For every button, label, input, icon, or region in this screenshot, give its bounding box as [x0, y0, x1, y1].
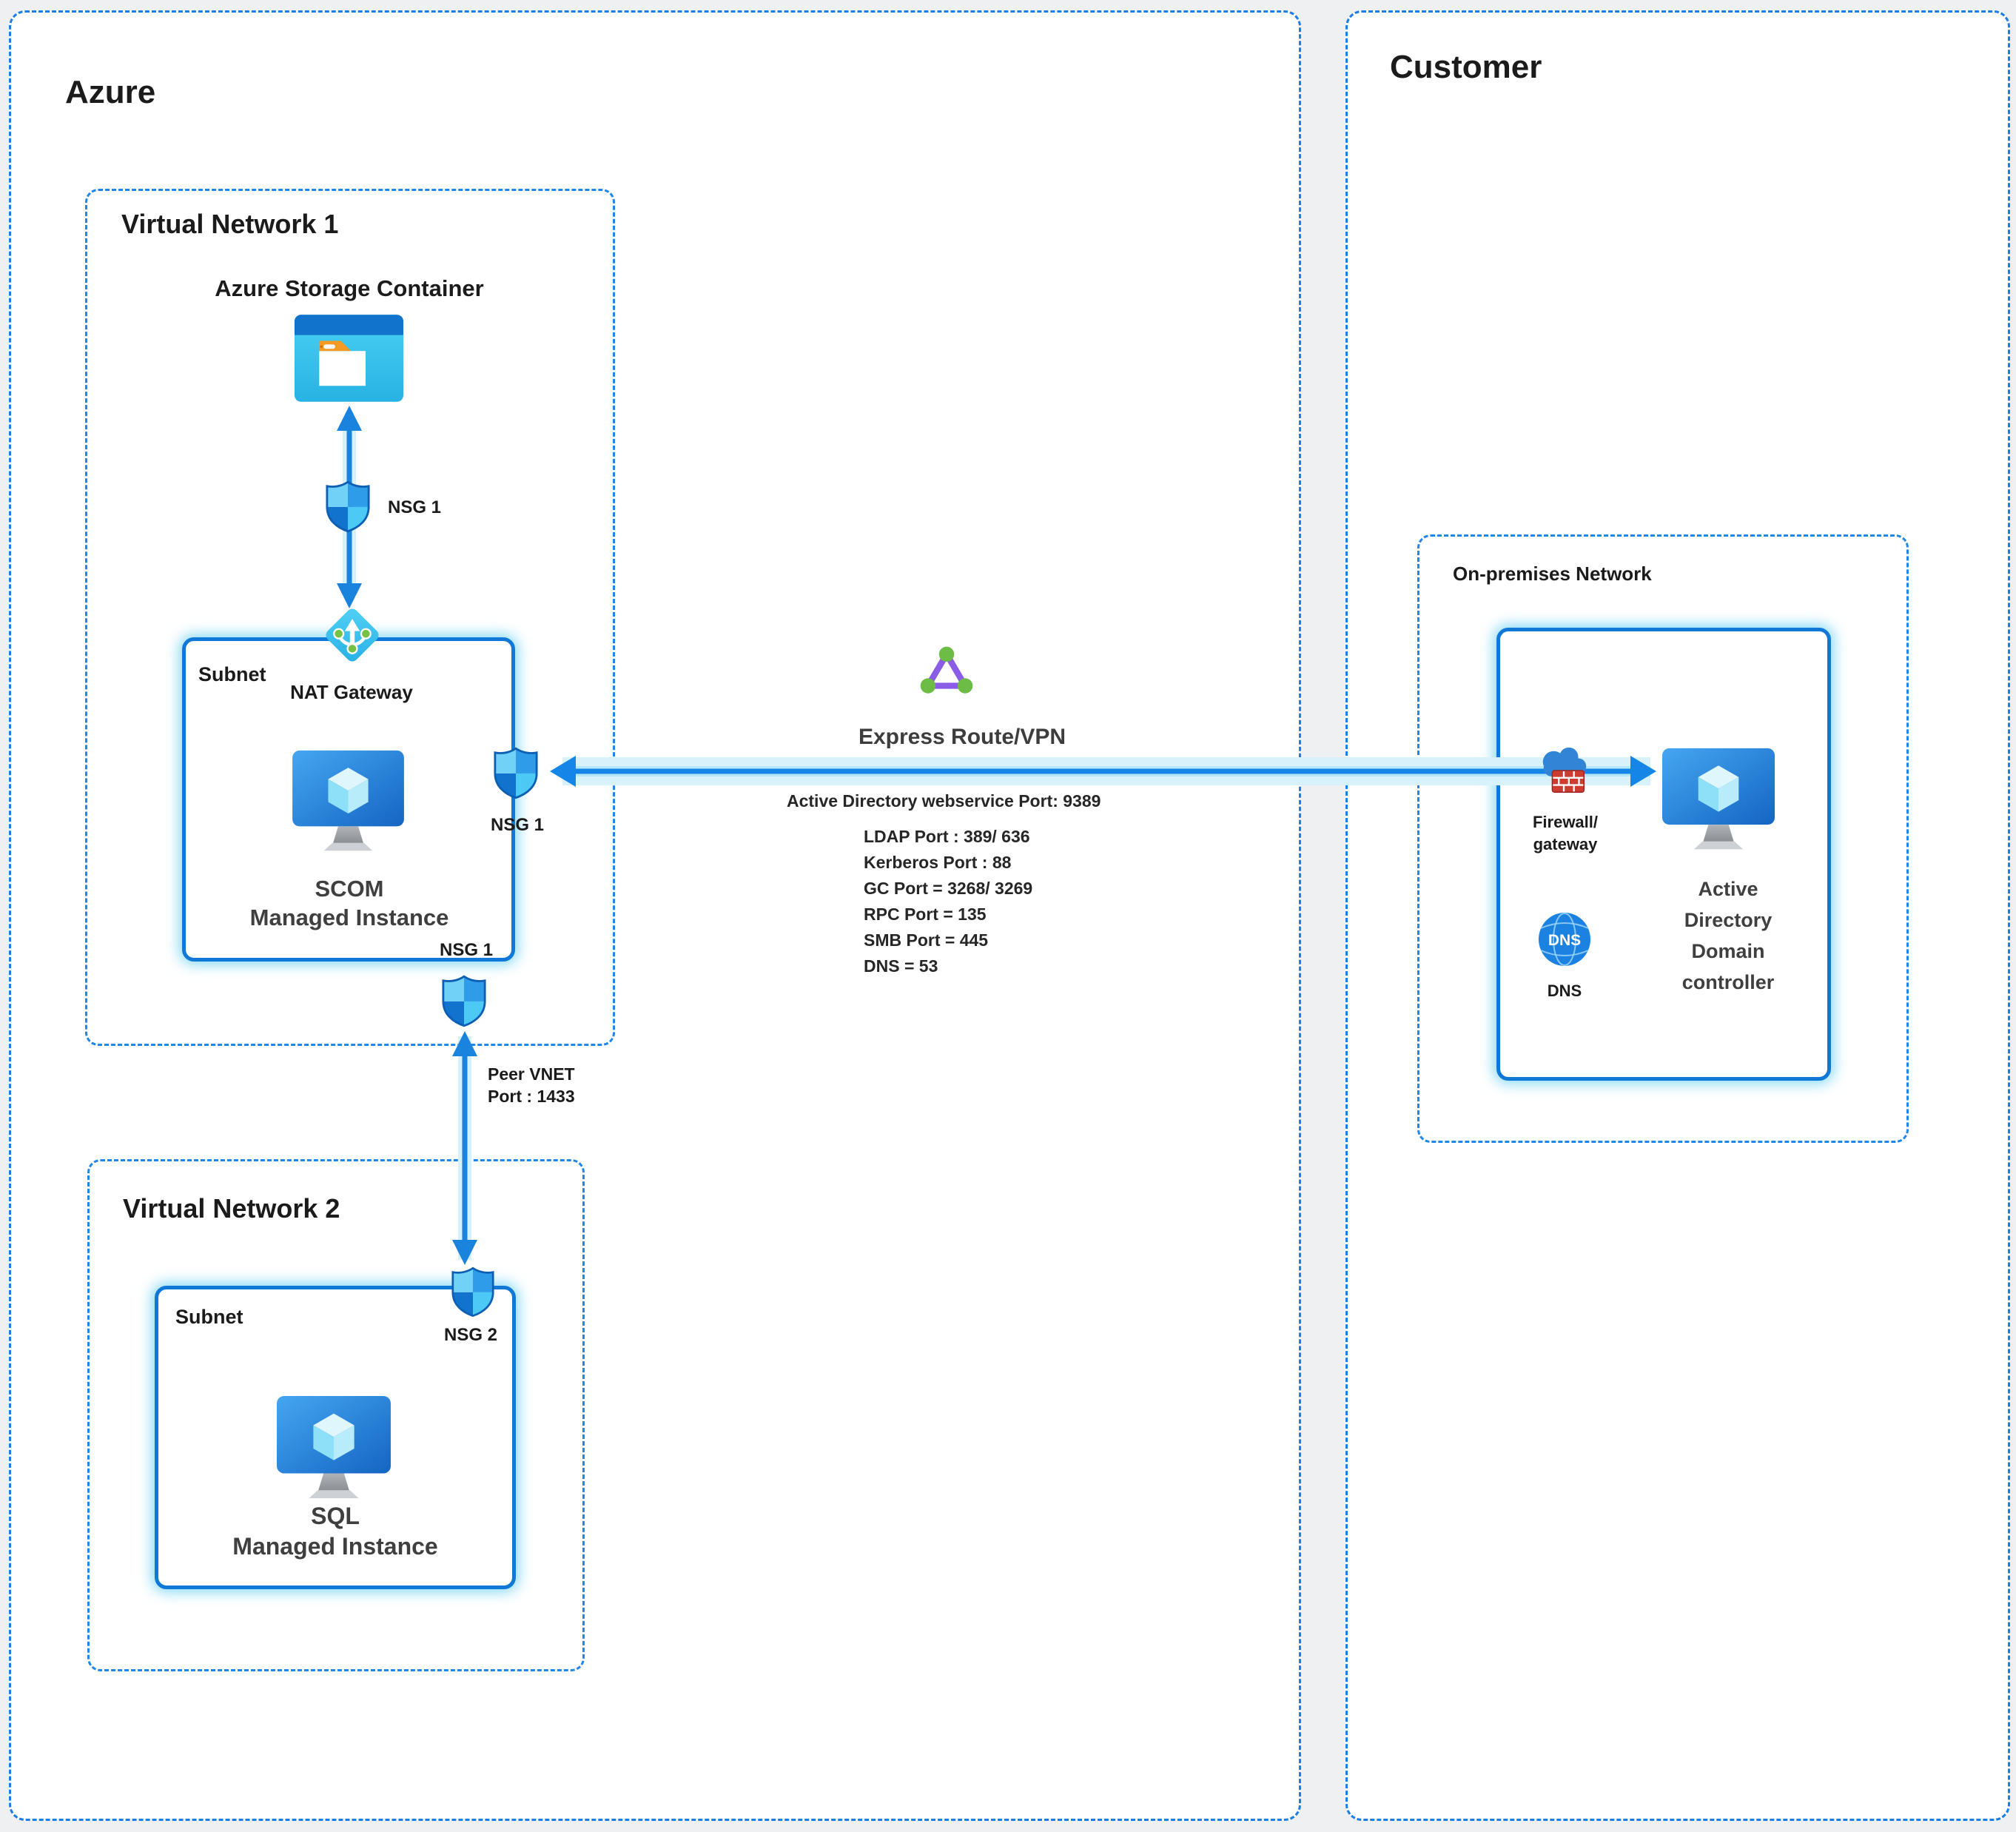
scom-label: SCOM Managed Instance	[183, 874, 516, 932]
nsg-bottom-label: NSG 1	[440, 940, 494, 960]
nsg-storage-label: NSG 1	[388, 497, 442, 517]
port-item: Kerberos Port : 88	[864, 853, 1012, 872]
firewall-gateway-icon	[1535, 742, 1593, 801]
sql-type: Managed Instance	[232, 1533, 438, 1560]
nat-gateway-label: NAT Gateway	[290, 681, 413, 703]
azure-storage-icon	[295, 315, 403, 402]
azure-title: Azure	[65, 74, 156, 110]
sql-managed-instance-icon	[275, 1395, 392, 1504]
adc-line2: Directory	[1684, 909, 1773, 931]
vnet2-title: Virtual Network 2	[123, 1193, 340, 1224]
nsg-shield-bottom-icon	[442, 974, 486, 1027]
firewall-gateway-label: Firewall/ gateway	[1502, 811, 1628, 856]
dns-icon: DNS	[1539, 913, 1590, 966]
nsg-shield-right-icon	[494, 746, 538, 799]
firewall-label-line2: gateway	[1533, 835, 1598, 853]
nsg2-shield-icon	[451, 1266, 494, 1317]
adc-line4: controller	[1681, 971, 1775, 993]
peer-vnet-line2: Port : 1433	[488, 1087, 575, 1106]
dns-icon-text: DNS	[1548, 932, 1581, 949]
vnet1-title: Virtual Network 1	[121, 209, 339, 239]
scom-managed-instance-icon	[291, 749, 406, 856]
express-route-title: Express Route/VPN	[858, 725, 1066, 749]
nsg-shield-storage-icon	[326, 480, 370, 533]
sql-label: SQL Managed Instance	[155, 1501, 516, 1562]
ad-domain-controller-label: Active Directory Domain controller	[1654, 873, 1802, 998]
peer-vnet-label: Peer VNET Port : 1433	[488, 1063, 575, 1107]
port-list: LDAP Port : 389/ 636 Kerberos Port : 88 …	[864, 827, 1032, 982]
customer-title: Customer	[1390, 49, 1542, 85]
nsg-right-label: NSG 1	[491, 815, 545, 835]
scom-type: Managed Instance	[249, 905, 449, 930]
dns-label: DNS	[1547, 982, 1582, 1000]
port-item: SMB Port = 445	[864, 930, 989, 950]
nat-gateway-icon	[320, 603, 385, 668]
port-item: RPC Port = 135	[864, 905, 987, 924]
subnet2-label: Subnet	[175, 1306, 243, 1328]
adc-line1: Active	[1698, 878, 1758, 900]
adc-line3: Domain	[1691, 940, 1765, 962]
storage-label: Azure Storage Container	[215, 275, 484, 301]
port-item: LDAP Port : 389/ 636	[864, 827, 1030, 846]
sql-name: SQL	[311, 1503, 360, 1529]
express-route-icon	[918, 645, 975, 698]
scom-name: SCOM	[315, 876, 384, 902]
firewall-label-line1: Firewall/	[1532, 813, 1599, 831]
nsg2-label: NSG 2	[444, 1325, 498, 1345]
subnet1-label: Subnet	[198, 663, 266, 685]
peer-vnet-line1: Peer VNET	[488, 1064, 575, 1084]
ad-domain-controller-icon	[1661, 746, 1776, 856]
port-item: GC Port = 3268/ 3269	[864, 879, 1033, 898]
domain-controller-box	[1496, 628, 1831, 1081]
port-item: DNS = 53	[864, 956, 938, 976]
onprem-network-title: On-premises Network	[1453, 563, 1652, 585]
ad-webservice-port-label: Active Directory webservice Port: 9389	[787, 791, 1101, 811]
